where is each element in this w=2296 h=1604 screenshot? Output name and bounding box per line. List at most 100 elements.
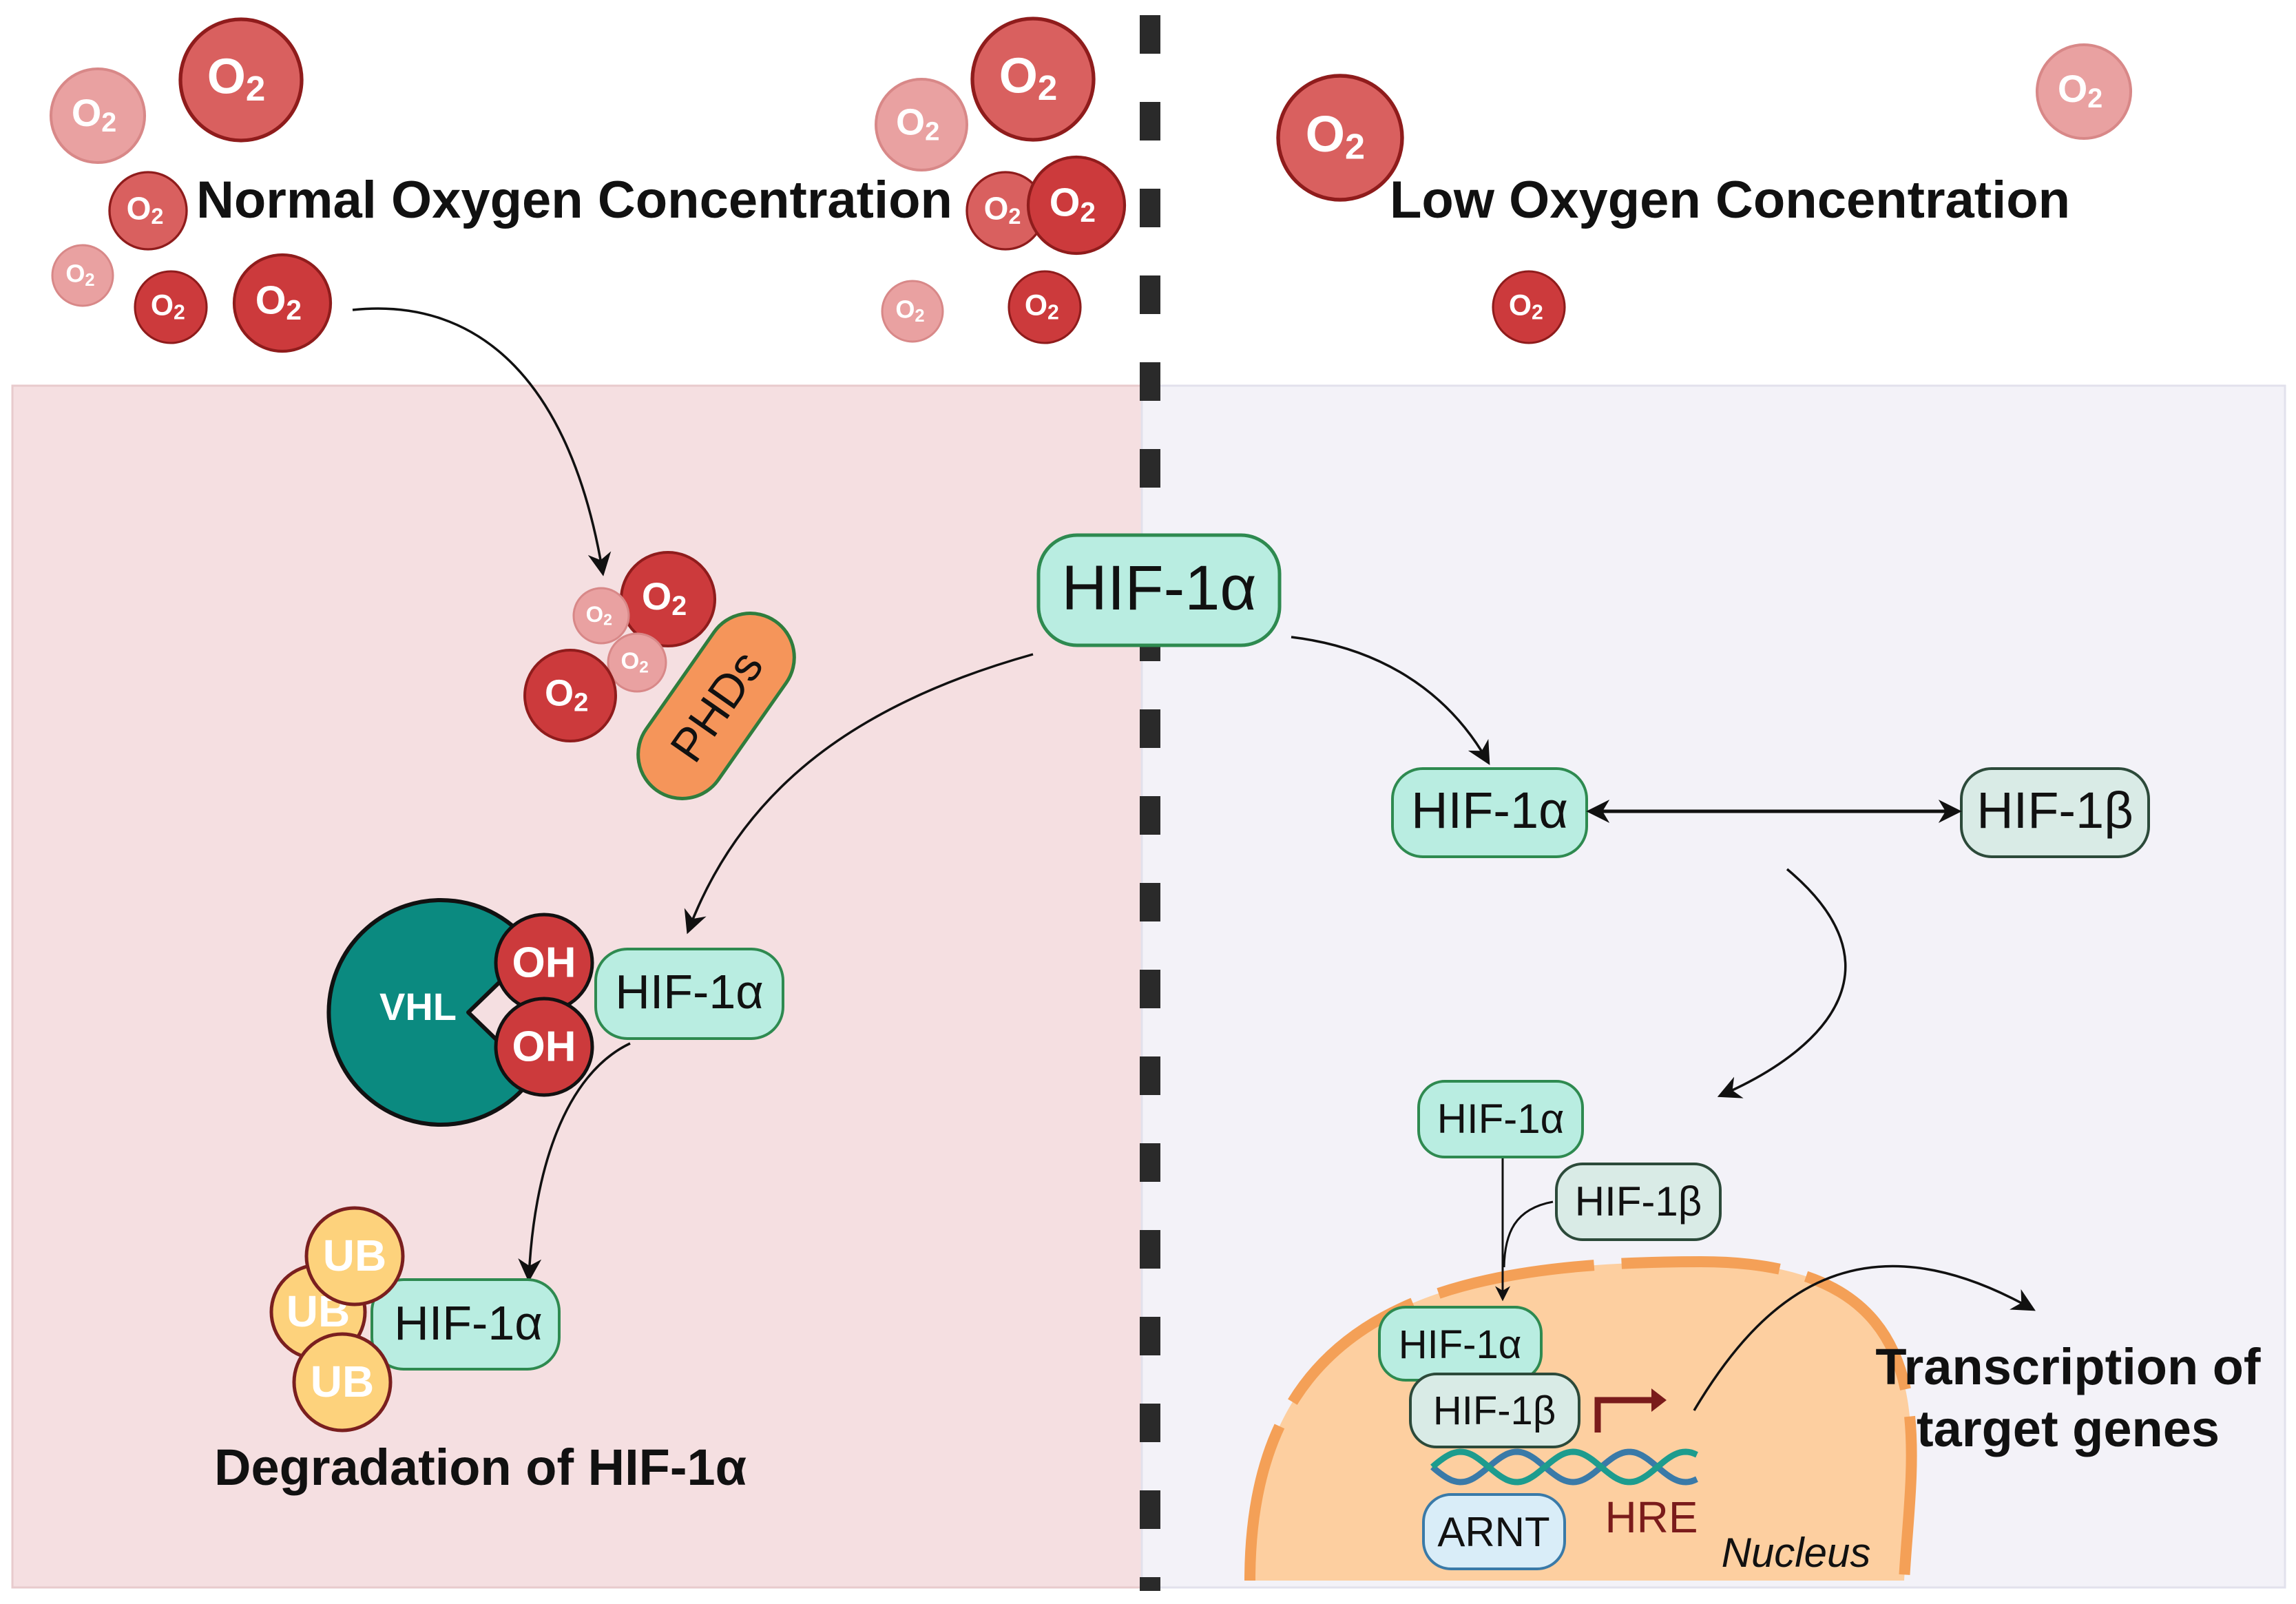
vhl-to-ubiquitin-arrow	[518, 1042, 631, 1282]
hif1b-cytosol: HIF-1β	[1960, 767, 2150, 858]
o2-molecule: O2	[607, 632, 667, 693]
o2-label: O2	[1050, 180, 1096, 227]
hif1a-vhl-label: HIF-1α	[615, 965, 763, 1019]
hif1b-nuclear-label: HIF-1β	[1433, 1388, 1556, 1433]
o2-label: O2	[65, 260, 94, 290]
o2-molecule: O2	[51, 244, 114, 307]
o2-label: O2	[127, 190, 164, 229]
o2-molecule: O2	[1008, 270, 1082, 344]
o2-label: O2	[255, 278, 302, 325]
o2-label: O2	[1306, 105, 1365, 167]
o2-circle	[108, 171, 188, 251]
o2-label: O2	[1509, 289, 1543, 324]
dimer-to-nucleus-arrow	[1717, 868, 1847, 1098]
hif1a-nuclear: HIF-1α	[1378, 1306, 1543, 1382]
o2-circle	[178, 17, 304, 143]
hif1a-cytosol: HIF-1α	[1391, 767, 1588, 858]
hif1a-ub-bound	[371, 1278, 561, 1371]
hre-label: HRE	[1605, 1492, 1698, 1542]
ubiquitin-top-label: UB	[323, 1231, 386, 1280]
o2-molecule: O2	[523, 649, 617, 742]
low-oxygen-title: Low Oxygen Concentration	[1390, 171, 2070, 229]
hif1b-cytosol-label: HIF-1β	[1976, 782, 2133, 839]
hif1a-to-vhl-arrow	[684, 653, 1034, 935]
hif1a-nuclear-label: HIF-1α	[1399, 1322, 1522, 1367]
o2-circle	[1008, 270, 1082, 344]
o2-circle	[232, 253, 333, 353]
o2-molecule: O2	[875, 78, 968, 171]
o2-label: O2	[642, 575, 687, 621]
o2-circle	[1026, 155, 1127, 256]
o2-molecule: O2	[1276, 74, 1404, 202]
arnt-label: ARNT	[1437, 1509, 1549, 1555]
o2-circle	[970, 17, 1096, 142]
o2-molecule: O2	[49, 67, 147, 165]
o2-circle	[607, 632, 667, 693]
o2-circle	[523, 649, 617, 742]
o2-molecule: O2	[1492, 270, 1566, 344]
o2-molecule: O2	[1026, 155, 1127, 256]
oh-group-bottom	[494, 997, 594, 1097]
o2-label: O2	[586, 601, 612, 629]
o2-label: O2	[2058, 67, 2102, 114]
o2-molecule: O2	[970, 17, 1096, 142]
ubiquitinated-hif1a: HIF-1α UB UB UB	[269, 1206, 561, 1433]
dna-strand	[1430, 1448, 1698, 1486]
o2-label: O2	[207, 49, 266, 108]
o2-label: O2	[151, 289, 185, 324]
hif1a-central: HIF-1α	[1036, 533, 1282, 647]
o2-circle	[1276, 74, 1404, 202]
oxygen-to-phds-arrow	[352, 307, 612, 576]
hif1b-entering-label: HIF-1β	[1575, 1178, 1702, 1225]
o2-label: O2	[1025, 289, 1059, 324]
oh-label-bottom: OH	[512, 1023, 576, 1070]
degradation-title: Degradation of HIF-1α	[214, 1439, 747, 1496]
o2-label: O2	[895, 295, 924, 326]
arnt-protein: ARNT	[1422, 1493, 1566, 1570]
dna-strand	[1430, 1448, 1698, 1486]
hif1b-entering: HIF-1β	[1555, 1163, 1722, 1241]
o2-label: O2	[72, 92, 116, 138]
o2-circle	[2035, 43, 2133, 140]
hif1a-cytosol-label: HIF-1α	[1411, 782, 1568, 839]
transcription-title-line1: Transcription of	[1875, 1338, 2261, 1395]
ubiquitin-top	[304, 1206, 405, 1306]
nucleus-label: Nucleus	[1722, 1530, 1871, 1576]
transcription-start-arrowhead	[1651, 1388, 1667, 1412]
o2-label: O2	[545, 673, 588, 718]
oh-label-top: OH	[512, 939, 576, 986]
o2-molecule: O2	[619, 550, 717, 648]
o2-molecule: O2	[108, 171, 188, 251]
transcription-title-line2: target genes	[1917, 1400, 2220, 1457]
o2-molecule: O2	[966, 171, 1045, 251]
o2-label: O2	[984, 190, 1021, 229]
hif1a-central-label: HIF-1α	[1061, 553, 1256, 623]
o2-molecule: O2	[572, 587, 630, 645]
o2-circle	[1492, 270, 1566, 344]
ubiquitin-bottom-label: UB	[311, 1357, 374, 1406]
ubiquitin-bottom	[292, 1332, 393, 1433]
dna-helix	[1430, 1448, 1698, 1486]
vhl-protein	[326, 898, 536, 1127]
o2-molecule: O2	[134, 270, 208, 344]
vhl-complex: VHL OH OH HIF-1α	[326, 898, 784, 1127]
hif1b-entry-line	[1503, 1200, 1554, 1268]
o2-molecule: O2	[2035, 43, 2133, 140]
o2-molecule: O2	[232, 253, 333, 353]
normal-oxygen-title: Normal Oxygen Concentration	[196, 171, 952, 229]
o2-circle	[49, 67, 147, 165]
o2-label: O2	[620, 648, 648, 676]
o2-label: O2	[896, 102, 939, 147]
transcription-start-icon	[1594, 1397, 1656, 1433]
o2-label: O2	[999, 48, 1058, 107]
hif1a-vhl-bound	[594, 948, 784, 1040]
o2-molecule: O2	[881, 280, 944, 343]
o2-circle	[572, 587, 630, 645]
o2-circle	[881, 280, 944, 343]
o2-circle	[134, 270, 208, 344]
hif1a-entering-label: HIF-1α	[1437, 1096, 1565, 1142]
o2-circle	[51, 244, 114, 307]
hif1b-nuclear: HIF-1β	[1409, 1373, 1580, 1448]
